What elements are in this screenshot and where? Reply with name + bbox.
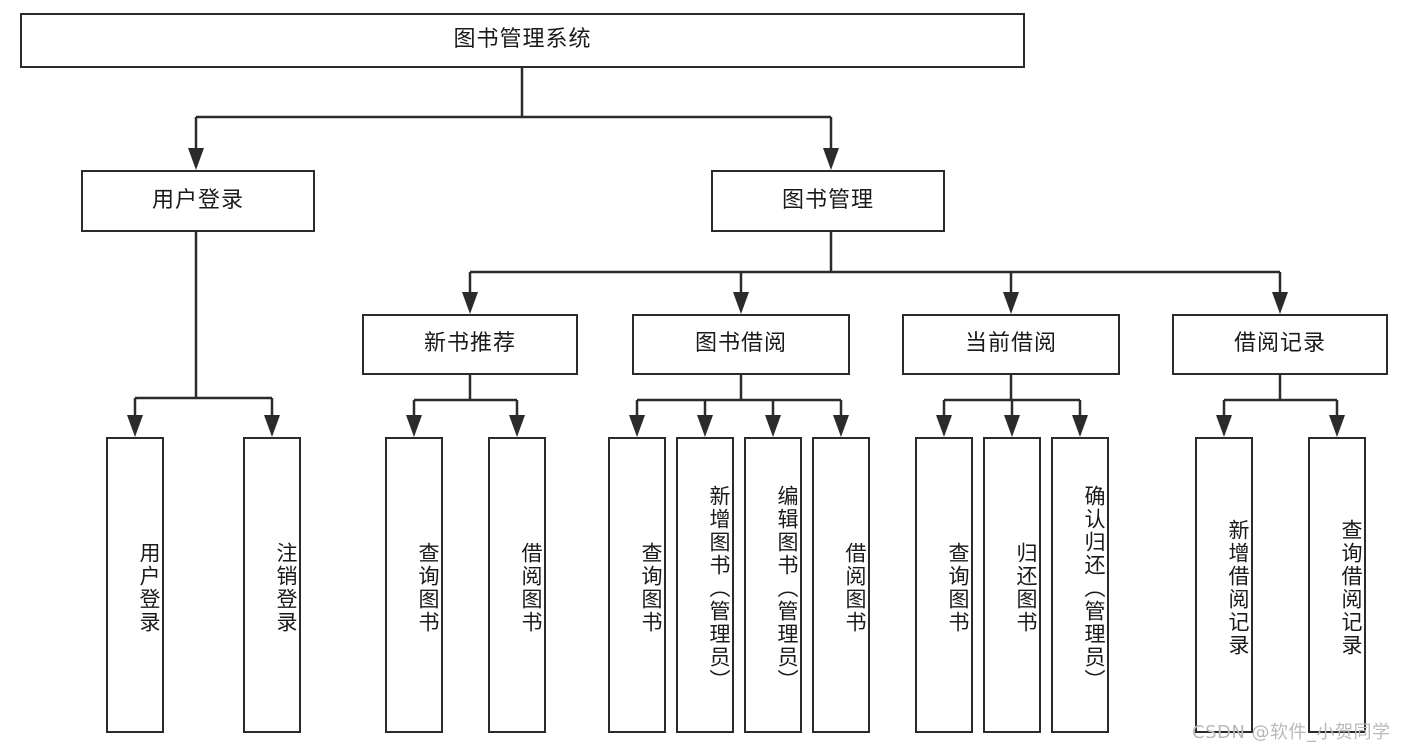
leaf-query-borrow-record[interactable]: 查询借阅记录 <box>1308 437 1366 733</box>
leaf-edit-book-admin[interactable]: 编辑图书（管理员） <box>744 437 802 733</box>
leaf-query-book-current[interactable]: 查询图书 <box>915 437 973 733</box>
arrow-head-book-management <box>823 148 839 170</box>
node-current-borrow[interactable]: 当前借阅 <box>902 314 1120 375</box>
leaf-add-borrow-record[interactable]: 新增借阅记录 <box>1195 437 1253 733</box>
arrow-head-leaf-return-book <box>1004 415 1020 437</box>
leaf-user-login[interactable]: 用户登录 <box>106 437 164 733</box>
node-label: 新书推荐 <box>423 331 516 357</box>
arrow-head-leaf-query-book-3 <box>936 415 952 437</box>
node-new-book-recommend[interactable]: 新书推荐 <box>362 314 578 375</box>
arrow-head-leaf-borrow-book-2 <box>833 415 849 437</box>
node-label: 借阅图书 <box>843 542 867 634</box>
node-label: 用户登录 <box>137 542 161 634</box>
node-label: 图书管理系统 <box>453 27 592 53</box>
node-label: 编辑图书（管理员） <box>775 484 799 692</box>
node-label: 注销登录 <box>274 542 298 634</box>
leaf-add-book-admin[interactable]: 新增图书（管理员） <box>676 437 734 733</box>
leaf-query-book-recommend[interactable]: 查询图书 <box>385 437 443 733</box>
arrow-head-leaf-user-login <box>127 415 143 437</box>
arrow-head-leaf-edit-book <box>765 415 781 437</box>
node-label: 新增借阅记录 <box>1226 519 1250 657</box>
node-label: 图书管理 <box>781 187 874 213</box>
arrow-head-leaf-add-book <box>697 415 713 437</box>
node-borrow-record[interactable]: 借阅记录 <box>1172 314 1388 375</box>
leaf-query-book-borrow[interactable]: 查询图书 <box>608 437 666 733</box>
leaf-borrow-book-recommend[interactable]: 借阅图书 <box>488 437 546 733</box>
node-label: 查询图书 <box>416 542 440 634</box>
node-label: 用户登录 <box>151 187 244 213</box>
arrow-head-current-borrow <box>1003 292 1019 314</box>
node-label: 图书借阅 <box>694 331 787 357</box>
arrow-head-leaf-query-record <box>1329 415 1345 437</box>
arrow-head-borrow-record <box>1272 292 1288 314</box>
node-label: 借阅记录 <box>1233 331 1326 357</box>
arrow-head-leaf-add-record <box>1216 415 1232 437</box>
node-label: 确认归还（管理员） <box>1082 484 1106 692</box>
node-user-login[interactable]: 用户登录 <box>81 170 315 232</box>
node-label: 新增图书（管理员） <box>707 484 731 692</box>
csdn-watermark: CSDN @软件_小贺同学 <box>1192 722 1391 743</box>
arrow-head-leaf-confirm-return <box>1072 415 1088 437</box>
arrow-head-leaf-query-book-1 <box>406 415 422 437</box>
node-label: 查询图书 <box>639 542 663 634</box>
leaf-borrow-book[interactable]: 借阅图书 <box>812 437 870 733</box>
node-label: 查询借阅记录 <box>1339 519 1363 657</box>
node-label: 借阅图书 <box>519 542 543 634</box>
node-book-management-system[interactable]: 图书管理系统 <box>20 13 1025 68</box>
node-book-borrow[interactable]: 图书借阅 <box>632 314 850 375</box>
arrow-head-user-login <box>188 148 204 170</box>
node-label: 查询图书 <box>946 542 970 634</box>
leaf-confirm-return-admin[interactable]: 确认归还（管理员） <box>1051 437 1109 733</box>
node-label: 归还图书 <box>1014 542 1038 634</box>
leaf-logout-login[interactable]: 注销登录 <box>243 437 301 733</box>
leaf-return-book[interactable]: 归还图书 <box>983 437 1041 733</box>
node-book-management[interactable]: 图书管理 <box>711 170 945 232</box>
arrow-head-leaf-borrow-book-1 <box>509 415 525 437</box>
arrow-head-book-borrow <box>733 292 749 314</box>
arrow-head-new-book-recommend <box>462 292 478 314</box>
node-label: 当前借阅 <box>964 331 1057 357</box>
arrow-head-leaf-logout <box>264 415 280 437</box>
arrow-head-leaf-query-book-2 <box>629 415 645 437</box>
